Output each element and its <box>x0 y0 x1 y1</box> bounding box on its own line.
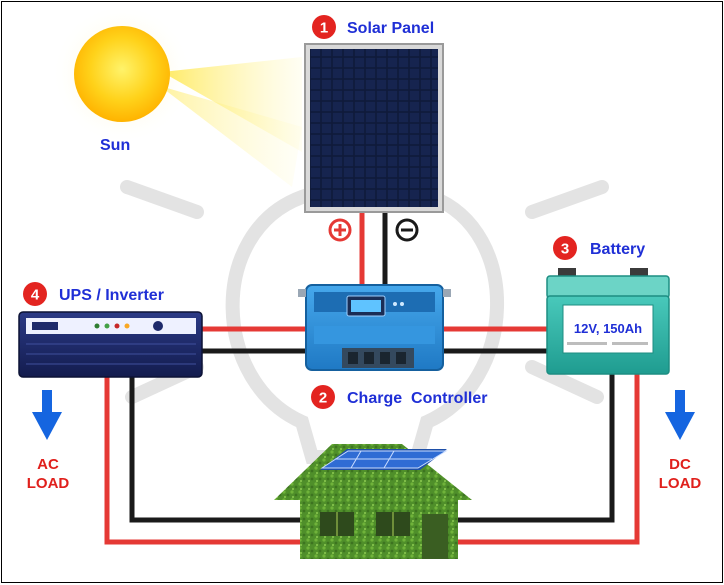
dc-load-label-line2: LOAD <box>659 475 702 492</box>
ac-load-label-line1: AC <box>37 456 59 473</box>
step-number: 2 <box>319 390 327 407</box>
sun-label: Sun <box>100 137 130 154</box>
battery-rating-label: 12V, 150Ah <box>574 321 642 336</box>
dc-load-arrow-icon <box>665 390 695 440</box>
solar-panel-icon <box>304 43 444 213</box>
ac-load-red-wire <box>104 372 302 545</box>
battery-icon <box>546 268 670 375</box>
ac-load-arrow-icon <box>32 390 62 440</box>
charge-controller-label: Charge Controller <box>347 390 487 407</box>
step-number: 3 <box>561 241 569 258</box>
step-badge-battery: 3 <box>553 236 577 260</box>
ac-load-black-wire <box>129 372 302 523</box>
step-badge-charge-controller: 2 <box>311 385 335 409</box>
positive-terminal-icon <box>328 218 352 242</box>
charge-controller-icon <box>298 284 451 371</box>
house-icon <box>274 444 472 559</box>
dc-load-black-wire <box>457 374 615 523</box>
step-badge-solar-panel: 1 <box>312 15 336 39</box>
dc-load-label-line1: DC <box>669 456 691 473</box>
inverter-icon <box>18 311 203 378</box>
wiring <box>104 210 640 545</box>
step-badge-ups-inverter: 4 <box>23 282 47 306</box>
solar-panel-label: Solar Panel <box>347 20 434 37</box>
negative-terminal-icon <box>395 218 419 242</box>
step-number: 1 <box>320 20 328 37</box>
step-number: 4 <box>31 287 40 304</box>
battery-label: Battery <box>590 241 645 258</box>
sun-icon <box>52 4 302 187</box>
dc-load-red-wire <box>457 374 640 545</box>
ups-inverter-label: UPS / Inverter <box>59 287 164 304</box>
ac-load-label-line2: LOAD <box>27 475 70 492</box>
